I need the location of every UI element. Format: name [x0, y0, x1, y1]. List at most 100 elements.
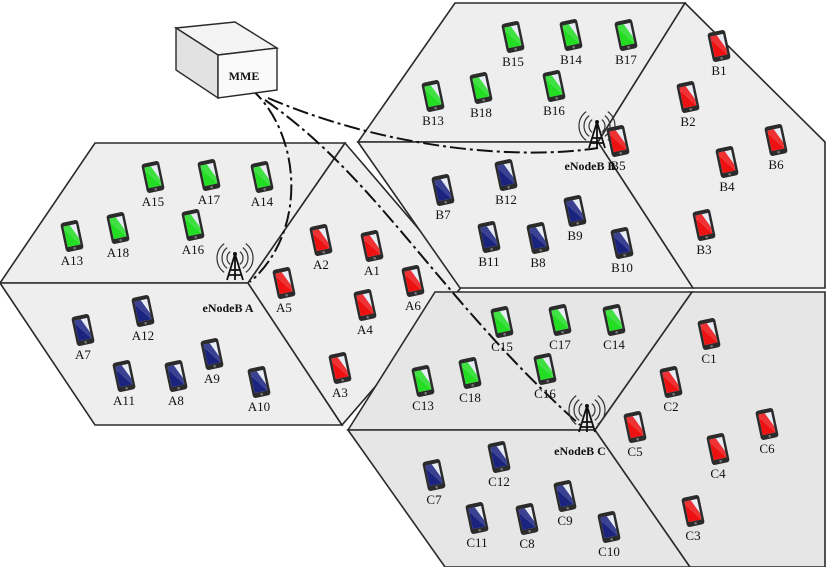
- device-label-c7: C7: [426, 492, 442, 507]
- radio-wave-icon: [573, 399, 580, 421]
- phone-button: [194, 235, 197, 239]
- phone-screen-red: [364, 239, 381, 258]
- device-label-a16: A16: [182, 242, 205, 257]
- device-a1: [360, 230, 384, 262]
- phone-button: [434, 106, 437, 110]
- phone-screen-red: [696, 218, 713, 237]
- phone-screen-blue: [491, 450, 508, 469]
- phone-button: [322, 250, 325, 254]
- phone-button: [546, 379, 549, 383]
- phone-button: [260, 392, 263, 396]
- phone-screen-red-shade: [404, 270, 422, 290]
- phone-screen-red-shade: [684, 500, 702, 520]
- phone-screen-red-shade: [662, 371, 680, 391]
- phone-button: [84, 340, 87, 344]
- phone-screen-red-shade: [331, 357, 349, 377]
- phone-screen-red-shade: [363, 235, 381, 255]
- phone-screen-green: [618, 28, 635, 47]
- device-label-c16: C16: [534, 386, 556, 401]
- phone-screen-green: [201, 168, 218, 187]
- phone-button: [482, 98, 485, 102]
- device-b14: [559, 19, 583, 51]
- enodeb-a-label: eNodeB A: [203, 301, 254, 315]
- phone-button: [689, 107, 692, 111]
- radio-wave-icon: [242, 247, 249, 269]
- phone-screen-green-shade: [144, 166, 162, 186]
- device-b17: [614, 19, 638, 51]
- device-b7: [431, 174, 455, 206]
- phone-screen-blue-shade: [566, 200, 584, 220]
- device-label-a14: A14: [251, 194, 274, 209]
- radio-wave-icon: [588, 119, 593, 133]
- phone-screen-blue-shade: [600, 516, 618, 536]
- device-b16: [542, 70, 566, 102]
- phone-button: [555, 96, 558, 100]
- device-label-b17: B17: [615, 52, 637, 67]
- phone-screen-red-shade: [710, 35, 728, 55]
- radio-wave-icon: [578, 111, 587, 141]
- radio-wave-icon: [594, 399, 601, 421]
- phone-screen-blue-shade: [468, 507, 486, 527]
- phone-screen-red: [405, 274, 422, 293]
- device-label-a1: A1: [364, 263, 380, 278]
- phone-screen-red-shade: [758, 413, 776, 433]
- device-label-c4: C4: [710, 466, 726, 481]
- device-label-c17: C17: [549, 337, 571, 352]
- phone-screen-blue-shade: [203, 343, 221, 363]
- phone-screen-blue: [204, 347, 221, 366]
- phone-button: [615, 330, 618, 334]
- radio-wave-icon: [578, 403, 583, 417]
- enodeb-c-label: eNodeB C: [554, 444, 606, 458]
- device-label-a11: A11: [113, 393, 135, 408]
- device-c9: [553, 480, 577, 512]
- phone-screen-red-shade: [626, 416, 644, 436]
- antenna-tower-icon: [588, 121, 606, 149]
- antenna-tip-icon: [233, 252, 237, 256]
- radio-wave-icon: [245, 243, 254, 273]
- device-b10: [610, 227, 634, 259]
- device-c3: [681, 495, 705, 527]
- device-c5: [623, 411, 647, 443]
- phone-button: [263, 187, 266, 191]
- device-b5: [606, 125, 630, 157]
- device-label-b4: B4: [719, 179, 735, 194]
- phone-button: [561, 330, 564, 334]
- phone-screen-red: [610, 134, 627, 153]
- phone-screen-red-shade: [312, 229, 330, 249]
- phone-screen-blue: [481, 230, 498, 249]
- phone-button: [490, 247, 493, 251]
- phone-screen-blue: [498, 168, 515, 187]
- device-a6: [401, 265, 425, 297]
- phone-screen-red-shade: [609, 130, 627, 150]
- device-label-c15: C15: [491, 339, 513, 354]
- phone-screen-green: [606, 313, 623, 332]
- phone-screen-blue-shade: [490, 446, 508, 466]
- phone-button: [285, 293, 288, 297]
- device-label-b9: B9: [567, 228, 582, 243]
- phone-screen-red: [663, 375, 680, 394]
- phone-screen-blue-shade: [497, 164, 515, 184]
- phone-button: [500, 467, 503, 471]
- device-label-b6: B6: [768, 157, 784, 172]
- device-a18: [106, 212, 130, 244]
- phone-screen-blue-shade: [425, 464, 443, 484]
- radio-wave-icon: [591, 403, 596, 417]
- cell-c-sector-red: [594, 291, 826, 568]
- phone-button: [507, 185, 510, 189]
- mme-box-front: [217, 47, 278, 99]
- phone-screen-green-shade: [414, 370, 432, 390]
- phone-button: [154, 187, 157, 191]
- phone-screen-green: [425, 89, 442, 108]
- device-label-b5: B5: [610, 158, 625, 173]
- device-b12: [494, 159, 518, 191]
- device-label-c3: C3: [685, 528, 700, 543]
- phone-screen-green: [473, 81, 490, 100]
- phone-screen-blue: [116, 369, 133, 388]
- phone-screen-red: [685, 504, 702, 523]
- device-c12: [487, 441, 511, 473]
- phone-button: [366, 315, 369, 319]
- device-label-c12: C12: [488, 474, 510, 489]
- phone-screen-green-shade: [493, 311, 511, 331]
- phone-screen-green: [505, 30, 522, 49]
